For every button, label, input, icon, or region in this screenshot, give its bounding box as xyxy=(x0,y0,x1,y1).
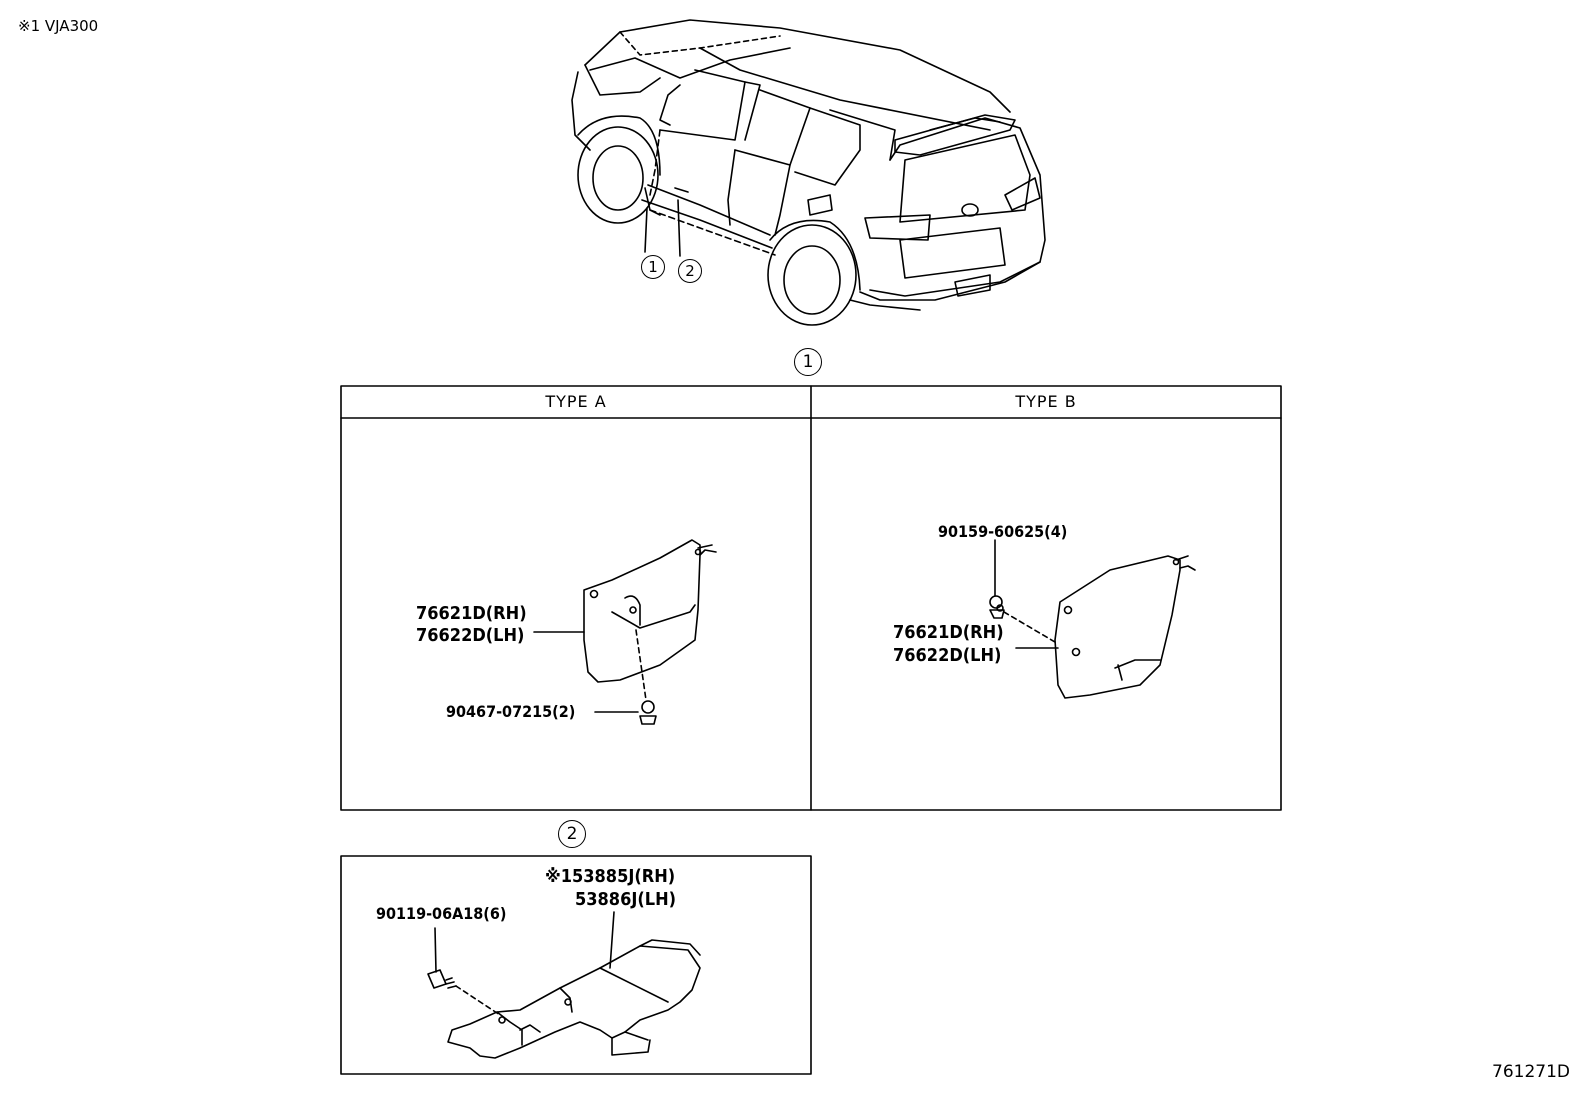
type-b-mudguard xyxy=(989,539,1196,699)
part-number-label[interactable]: 76622D(LH) xyxy=(416,625,525,646)
part-number-label[interactable]: 53886J(LH) xyxy=(575,889,677,910)
part-number-label[interactable]: 76621D(RH) xyxy=(416,603,527,624)
part-number-label[interactable]: 76622D(LH) xyxy=(893,645,1002,666)
part-number-label[interactable]: ※153885J(RH) xyxy=(545,866,676,887)
section-1-marker: 1 xyxy=(794,348,822,376)
type-a-heading: TYPE A xyxy=(545,392,607,411)
vehicle-illustration xyxy=(571,19,1046,326)
part-number-label[interactable]: 90159-60625(4) xyxy=(938,522,1068,541)
type-b-heading: TYPE B xyxy=(1015,392,1077,411)
part-number-label[interactable]: 90467-07215(2) xyxy=(446,702,576,721)
applicability-note: ※1 VJA300 xyxy=(18,17,99,35)
callout-1-vehicle[interactable]: 1 xyxy=(641,255,665,279)
section2-frame xyxy=(340,855,812,1075)
callout-2-vehicle[interactable]: 2 xyxy=(678,259,702,283)
type-a-mudguard xyxy=(533,539,717,725)
section-2-marker: 2 xyxy=(558,820,586,848)
rocker-cover-part xyxy=(427,911,701,1059)
part-number-label[interactable]: 90119-06A18(6) xyxy=(376,904,507,923)
part-number-label[interactable]: 76621D(RH) xyxy=(893,622,1004,643)
illustration-id: 761271D xyxy=(1492,1062,1570,1082)
